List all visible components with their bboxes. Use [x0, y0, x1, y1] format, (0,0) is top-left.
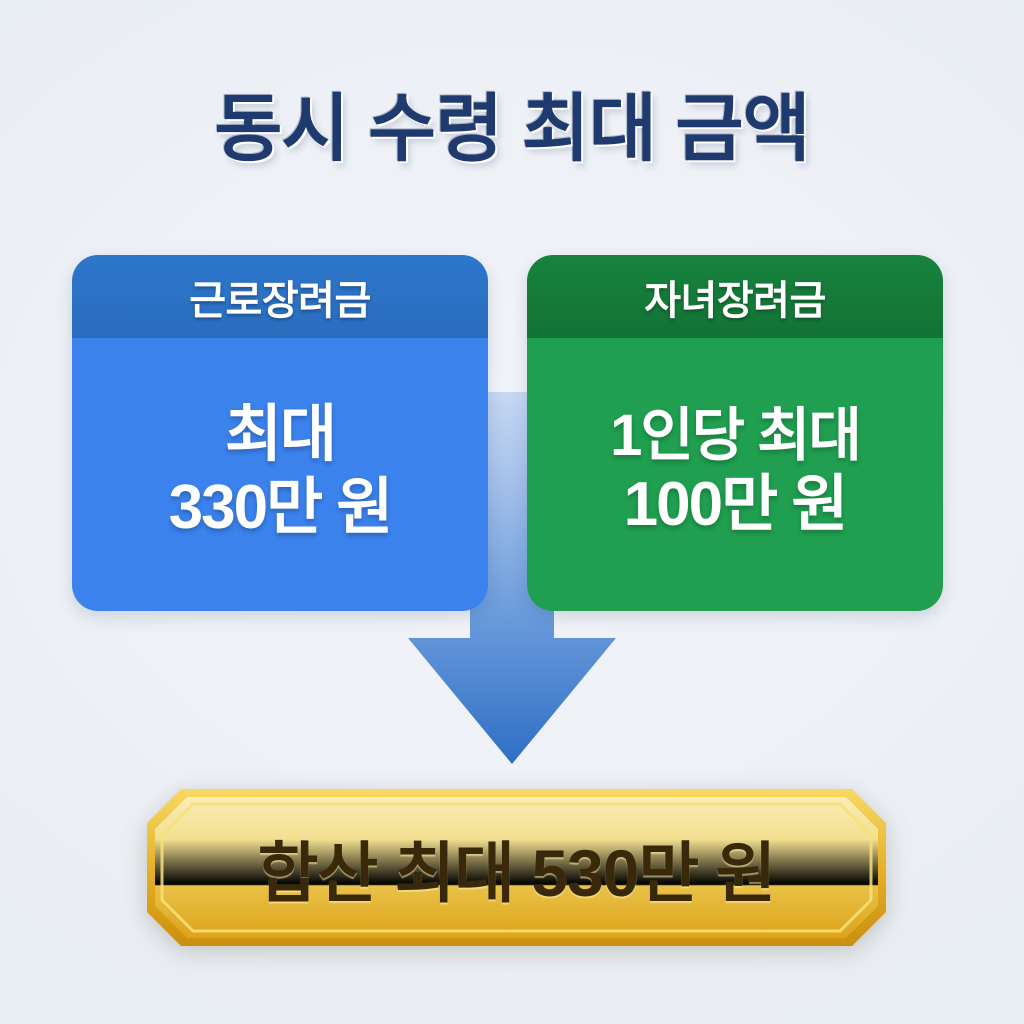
card-amount-earned-income-credit: 330만 원 — [168, 472, 394, 542]
card-body-earned-income-credit: 최대 330만 원 — [72, 338, 488, 611]
card-line-primary-earned-income-credit: 최대 — [224, 400, 337, 470]
card-header-child-care-credit: 자녀장려금 — [527, 255, 943, 338]
card-earned-income-credit[interactable]: 근로장려금 최대 330만 원 — [72, 255, 488, 611]
total-amount-banner[interactable]: 합산 최대 530만 원 — [147, 789, 886, 946]
down-arrow-icon — [404, 392, 620, 776]
card-header-earned-income-credit: 근로장려금 — [72, 255, 488, 338]
card-amount-child-care-credit: 100만 원 — [623, 470, 849, 540]
card-child-care-credit[interactable]: 자녀장려금 1인당 최대 100만 원 — [527, 255, 943, 611]
total-amount-label: 합산 최대 530만 원 — [257, 835, 776, 910]
card-line-primary-child-care-credit: 1인당 최대 — [610, 402, 862, 468]
card-body-child-care-credit: 1인당 최대 100만 원 — [527, 338, 943, 611]
page-title: 동시 수령 최대 금액 — [214, 87, 810, 170]
